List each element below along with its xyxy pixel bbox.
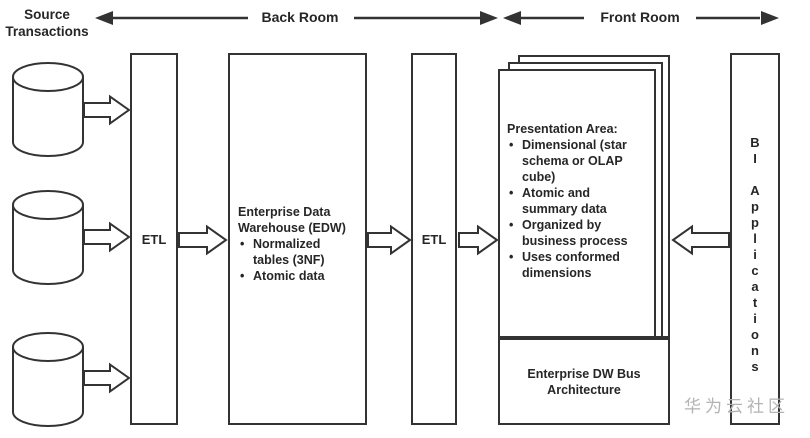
bus-architecture-label: Enterprise DW Bus Architecture (527, 366, 641, 397)
edw-title: Enterprise Data Warehouse (EDW) (238, 205, 346, 235)
bus-architecture-box: Enterprise DW Bus Architecture (498, 338, 670, 425)
database-cylinder-icon (12, 62, 84, 157)
edw-bullet-list: Normalized tables (3NF) Atomic data (238, 236, 359, 284)
presentation-bullet: Atomic and summary data (507, 185, 634, 217)
edw-bullet: Atomic data (238, 268, 353, 284)
bi-applications-label: BI Applications (747, 135, 763, 375)
presentation-bullet: Uses conformed dimensions (507, 249, 634, 281)
edw-box: Enterprise Data Warehouse (EDW) Normaliz… (228, 53, 367, 425)
etl-box-1: ETL (130, 53, 178, 425)
back-room-label: Back Room (261, 9, 339, 25)
flow-arrow-icon (458, 224, 499, 256)
flow-arrow-icon (178, 224, 228, 256)
etl-label-2: ETL (421, 231, 447, 247)
source-transactions-label: Source Transactions (5, 7, 89, 39)
edw-bullet: Normalized tables (3NF) (238, 236, 353, 268)
presentation-area-box: Presentation Area: Dimensional (star sch… (498, 69, 656, 338)
presentation-bullet-list: Dimensional (star schema or OLAP cube) A… (507, 137, 649, 281)
etl-label-1: ETL (141, 231, 167, 247)
database-cylinder-icon (12, 332, 84, 427)
flow-arrow-icon (367, 224, 412, 256)
etl-box-2: ETL (411, 53, 457, 425)
bi-applications-box: BI Applications (730, 53, 780, 425)
presentation-title: Presentation Area: (507, 122, 618, 136)
double-headed-arrow-icon (503, 11, 779, 25)
flow-arrow-icon (671, 224, 730, 256)
flow-arrow-icon (83, 362, 131, 394)
presentation-bullet: Organized by business process (507, 217, 634, 249)
database-cylinder-icon (12, 190, 84, 285)
flow-arrow-icon (83, 221, 131, 253)
flow-arrow-icon (83, 94, 131, 126)
presentation-bullet: Dimensional (star schema or OLAP cube) (507, 137, 634, 185)
watermark: 华为云社区 (684, 397, 789, 416)
front-room-label: Front Room (600, 9, 680, 25)
double-headed-arrow-icon (95, 11, 498, 25)
